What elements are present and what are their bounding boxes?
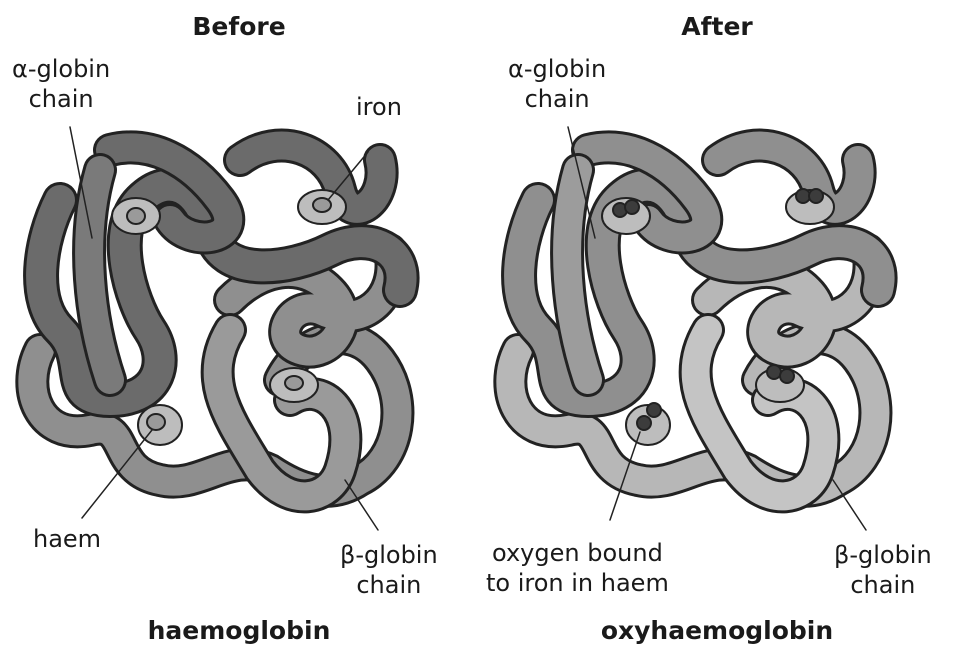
oxygen-label-line2: to iron in haem: [486, 568, 669, 598]
alpha-globin-label-line2: chain: [12, 84, 110, 114]
oxygen-label: oxygen bound to iron in haem: [486, 538, 669, 598]
oxyhaemoglobin-caption: oxyhaemoglobin: [478, 616, 956, 645]
haem-disc: [602, 198, 650, 234]
oxygen-label-line1: oxygen bound: [486, 538, 669, 568]
before-heading: Before: [0, 12, 478, 41]
haem-label: haem: [33, 524, 101, 554]
alpha-globin-label-line2: chain: [508, 84, 606, 114]
haem-disc: [298, 190, 346, 224]
alpha-globin-label: α-globin chain: [508, 54, 606, 114]
beta-globin-label-line1: β-globin: [834, 540, 932, 570]
beta-globin-label-line1: β-globin: [340, 540, 438, 570]
beta-globin-label: β-globin chain: [340, 540, 438, 600]
beta-globin-label-line2: chain: [834, 570, 932, 600]
oxyhaemoglobin-panel: After α-globin chain oxygen bound to iro…: [478, 0, 956, 646]
after-heading: After: [478, 12, 956, 41]
haemoglobin-caption: haemoglobin: [0, 616, 478, 645]
beta-globin-label-line2: chain: [340, 570, 438, 600]
alpha-globin-label: α-globin chain: [12, 54, 110, 114]
beta-globin-label: β-globin chain: [834, 540, 932, 600]
haem-disc: [270, 368, 318, 402]
haem-disc: [112, 198, 160, 234]
haemoglobin-panel: Before α-globin chain iron haem β-globin…: [0, 0, 478, 646]
haem-disc: [786, 189, 834, 224]
haem-disc: [626, 403, 670, 445]
alpha-globin-label-line1: α-globin: [12, 54, 110, 84]
iron-label: iron: [356, 92, 402, 122]
alpha-globin-label-line1: α-globin: [508, 54, 606, 84]
